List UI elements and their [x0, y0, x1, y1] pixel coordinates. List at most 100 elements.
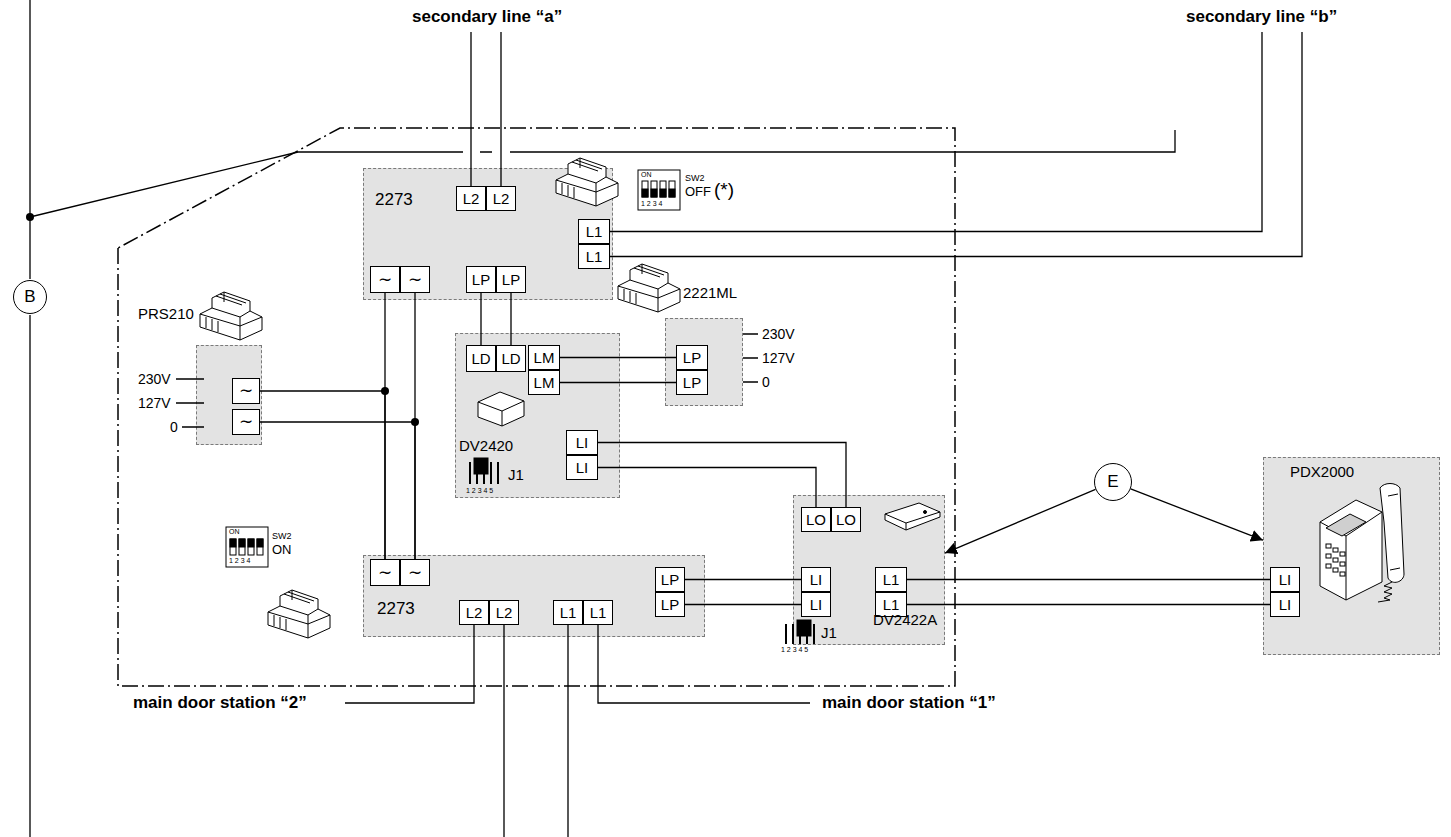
- voltage-label: 0: [762, 374, 770, 390]
- terminal: LI: [566, 455, 598, 480]
- terminal: L2: [459, 600, 489, 625]
- terminal-label: L2: [463, 190, 480, 207]
- line-label: secondary line “b”: [1186, 7, 1337, 27]
- callout-arrow: [1131, 489, 1263, 540]
- terminal: LD: [466, 345, 496, 372]
- callout-letter: E: [1107, 472, 1118, 492]
- terminal: LO: [831, 507, 861, 532]
- jumper: [786, 620, 814, 644]
- junction-dots: [26, 213, 419, 426]
- secondary-line-wire: [471, 32, 501, 186]
- module-name: 2273: [375, 190, 413, 210]
- terminal: LI: [1270, 592, 1300, 617]
- terminal: LP: [496, 266, 526, 293]
- voltage-label: 0: [170, 419, 178, 435]
- terminal-label: LM: [534, 374, 555, 391]
- terminal-label: LP: [683, 374, 701, 391]
- terminal: LP: [655, 567, 685, 592]
- module-name: DV2420: [459, 437, 513, 454]
- voltage-label: 230V: [138, 371, 171, 387]
- door-station-wire: [345, 625, 810, 837]
- wire: [260, 391, 385, 559]
- jumper-label: 1 2 3 4 5: [466, 487, 493, 495]
- wire: [560, 382, 676, 383]
- dip-switch: [226, 527, 268, 567]
- terminal: L1: [578, 219, 610, 244]
- wire: [598, 468, 816, 508]
- terminal-label: L1: [883, 571, 900, 588]
- terminal: LI: [801, 567, 831, 592]
- terminal: LI: [566, 430, 598, 455]
- module-box: 2273 ∼ ∼ LP LP L2 L2 L1 L1: [363, 555, 705, 637]
- module-name: PRS210: [138, 305, 194, 322]
- terminal: ∼: [232, 378, 260, 404]
- terminal-label: L1: [560, 604, 577, 621]
- terminal-label: L2: [466, 604, 483, 621]
- terminal-label: LI: [810, 596, 823, 613]
- wire: [480, 293, 481, 345]
- enclosure-outline: [118, 128, 955, 686]
- terminal: LP: [676, 370, 708, 395]
- terminal-label: L2: [496, 604, 513, 621]
- terminal: LI: [801, 592, 831, 617]
- line-label: secondary line “a”: [412, 7, 562, 27]
- terminal-label: LP: [661, 596, 679, 613]
- jumper: [470, 458, 498, 484]
- module-box: 2221MLLPLP: [665, 318, 743, 406]
- terminal-label: LO: [806, 511, 826, 528]
- mains-wire: [176, 379, 204, 427]
- callout-arrow: [945, 489, 1096, 553]
- terminal-label: ∼: [408, 563, 422, 583]
- terminal-label: L1: [586, 248, 603, 265]
- box-icon: [478, 392, 524, 426]
- terminal: ∼: [400, 559, 430, 586]
- terminal-label: LI: [576, 459, 589, 476]
- terminal: L1: [583, 600, 613, 625]
- switch-label: ON: [272, 543, 292, 558]
- terminal-label: LD: [501, 350, 520, 367]
- terminal: L1: [553, 600, 583, 625]
- box-icon: [885, 503, 940, 530]
- wire: [685, 579, 801, 580]
- din-module-icon: [200, 292, 262, 340]
- wire: [685, 604, 801, 605]
- switch-label: SW2: [685, 173, 705, 183]
- terminal: L2: [486, 186, 516, 211]
- callout-circle: E: [1094, 463, 1132, 501]
- terminal-label: LP: [502, 271, 520, 288]
- voltage-label: 127V: [138, 395, 171, 411]
- switch-label: 1 2 3 4: [641, 200, 662, 208]
- terminal: LP: [676, 345, 708, 370]
- terminal: LM: [528, 370, 560, 395]
- terminal: LI: [1270, 567, 1300, 592]
- terminal-label: LD: [471, 350, 490, 367]
- module-name: DV2422A: [873, 611, 937, 628]
- terminal-label: ∼: [378, 563, 392, 583]
- terminal-label: LM: [534, 349, 555, 366]
- terminal-label: LI: [1279, 596, 1292, 613]
- secondary-line-wire: [610, 32, 1302, 257]
- connectors: [260, 293, 1270, 605]
- terminal: LD: [496, 345, 526, 372]
- terminal: ∼: [370, 266, 400, 293]
- dip-switch: [638, 170, 680, 210]
- terminal-label: L1: [586, 223, 603, 240]
- module-name: 2273: [377, 599, 415, 619]
- wire: [260, 422, 415, 559]
- line-label: main door station “1”: [822, 693, 996, 713]
- jumper-label: 1 2 3 4 5: [781, 646, 808, 654]
- switch-label: ON: [229, 528, 240, 536]
- terminal-label: L2: [493, 190, 510, 207]
- terminal: ∼: [370, 559, 400, 586]
- switch-label: ON: [641, 171, 652, 179]
- terminal-label: LI: [810, 571, 823, 588]
- terminal-label: L1: [883, 596, 900, 613]
- terminal-label: LP: [683, 349, 701, 366]
- terminal: L1: [578, 244, 610, 269]
- wiring: [30, 0, 1302, 837]
- wire: [598, 443, 846, 508]
- terminal: ∼: [232, 409, 260, 435]
- wire: [907, 604, 1270, 605]
- wire: [560, 357, 676, 358]
